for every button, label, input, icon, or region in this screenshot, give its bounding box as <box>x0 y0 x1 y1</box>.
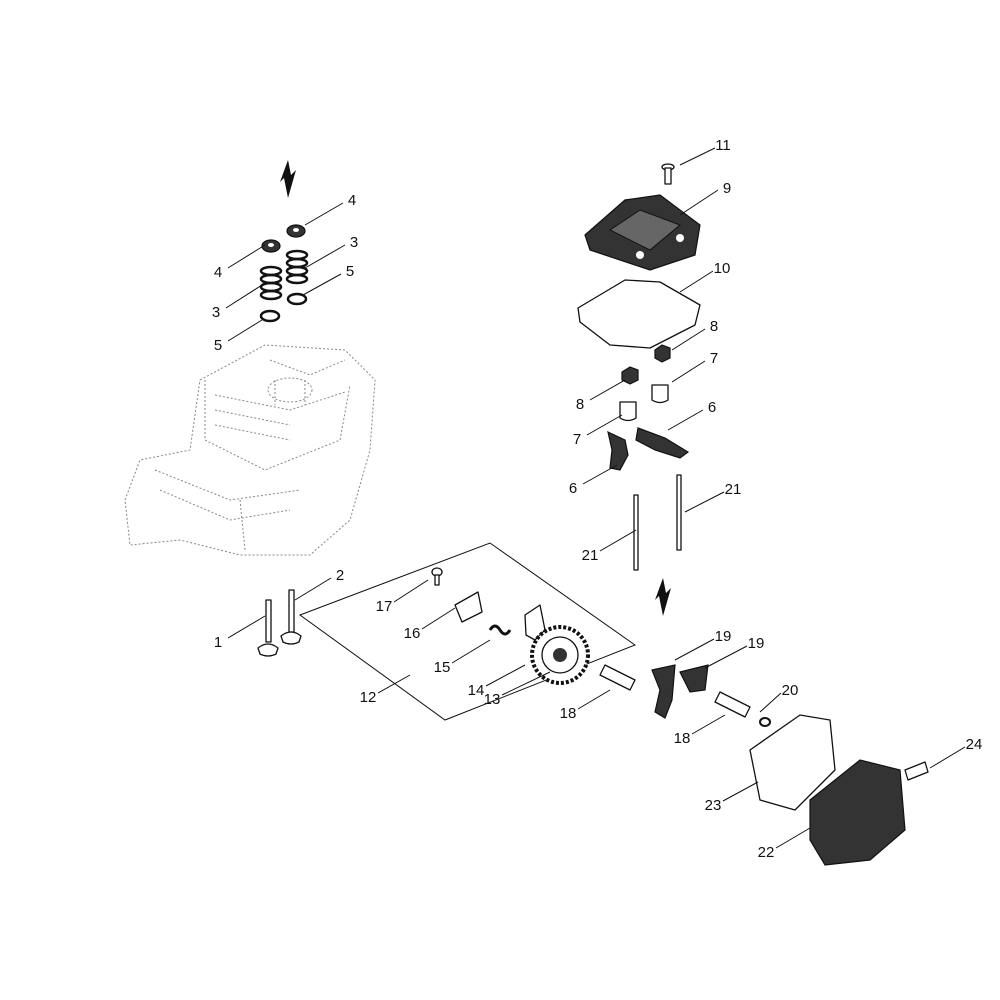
push-rod <box>676 474 682 551</box>
part-number-callout: 12 <box>360 689 377 706</box>
pivot-bushing <box>619 401 637 422</box>
pivot-bushing <box>651 384 669 404</box>
rocker-arm <box>607 430 629 471</box>
leader-line <box>589 379 626 401</box>
part-number-callout: 7 <box>573 431 581 448</box>
part-number-callout: 19 <box>748 635 765 652</box>
leader-line <box>775 827 811 849</box>
part-number-callout: 22 <box>758 844 775 861</box>
leader-line <box>501 671 551 696</box>
screw <box>661 163 675 185</box>
leader-line <box>421 607 456 630</box>
part-number-callout: 5 <box>214 337 222 354</box>
leader-line <box>304 202 344 226</box>
push-rod <box>633 494 639 571</box>
leader-line <box>929 746 966 769</box>
leader-line <box>485 664 526 687</box>
valves <box>257 589 302 657</box>
leader-line <box>679 147 716 166</box>
leader-line <box>671 328 706 351</box>
leader-line <box>599 529 637 552</box>
leader-line <box>227 319 263 342</box>
camshaft-kit-outline <box>298 542 637 721</box>
part-number-callout: 18 <box>674 730 691 747</box>
part-number-callout: 6 <box>708 399 716 416</box>
direction-arrow-icon <box>280 160 296 198</box>
part-number-callout: 21 <box>725 481 742 498</box>
part-number-callout: 7 <box>710 350 718 367</box>
leader-line <box>667 409 704 431</box>
leader-line <box>451 639 491 664</box>
leader-line <box>582 464 618 485</box>
leader-line <box>393 579 429 603</box>
leader-line <box>225 284 263 309</box>
part-number-callout: 17 <box>376 598 393 615</box>
part-number-callout: 6 <box>569 480 577 497</box>
direction-arrow-icon <box>655 578 671 616</box>
head-cover-gasket <box>577 279 701 349</box>
part-number-callout: 2 <box>336 567 344 584</box>
rocker-cover <box>809 759 906 866</box>
part-number-callout: 24 <box>966 736 983 753</box>
valve-spring-parts <box>259 224 309 323</box>
leader-line <box>679 189 719 216</box>
leader-line <box>679 270 714 293</box>
cam-follower <box>679 664 709 693</box>
camshaft-kit-parts <box>431 567 590 685</box>
leader-line <box>377 674 411 694</box>
rocker-shaft <box>599 664 636 691</box>
leader-line <box>294 577 332 601</box>
leader-line <box>691 714 726 735</box>
o-ring <box>759 717 771 727</box>
rocker-arm <box>635 427 690 459</box>
part-number-callout: 11 <box>715 137 731 154</box>
part-number-callout: 21 <box>582 547 599 564</box>
part-number-callout: 15 <box>434 659 451 676</box>
part-number-callout: 9 <box>723 180 731 197</box>
cover-gasket <box>749 714 836 811</box>
leader-line <box>227 244 266 269</box>
part-number-callout: 18 <box>560 705 577 722</box>
part-number-callout: 16 <box>404 625 421 642</box>
part-number-callout: 4 <box>348 192 356 209</box>
part-number-callout: 5 <box>346 263 354 280</box>
leader-line <box>577 689 611 710</box>
part-number-callout: 8 <box>576 396 584 413</box>
part-number-callout: 14 <box>468 682 485 699</box>
rocker-shaft <box>714 691 751 718</box>
leader-line <box>227 615 266 639</box>
cylinder-head-cover <box>584 194 701 271</box>
cam-follower <box>651 664 676 719</box>
part-number-callout: 3 <box>212 304 220 321</box>
cylinder-block-reference <box>124 344 376 556</box>
part-number-callout: 19 <box>715 628 732 645</box>
nut <box>654 344 671 363</box>
leader-line <box>704 645 748 669</box>
nut <box>621 366 639 385</box>
leader-line <box>674 638 715 661</box>
leader-line <box>586 414 623 436</box>
bolt <box>904 761 929 781</box>
part-number-callout: 3 <box>350 234 358 251</box>
part-number-callout: 23 <box>705 797 722 814</box>
leader-line <box>722 781 759 802</box>
part-number-callout: 10 <box>714 260 731 277</box>
leader-line <box>759 692 782 713</box>
part-number-callout: 1 <box>214 634 222 651</box>
leader-line <box>302 273 342 296</box>
leader-line <box>304 244 346 269</box>
part-number-callout: 8 <box>710 318 718 335</box>
part-number-callout: 4 <box>214 264 222 281</box>
part-number-callout: 20 <box>782 682 799 699</box>
part-number-callout: 13 <box>484 691 501 708</box>
leader-line <box>684 491 725 513</box>
leader-line <box>671 360 706 383</box>
